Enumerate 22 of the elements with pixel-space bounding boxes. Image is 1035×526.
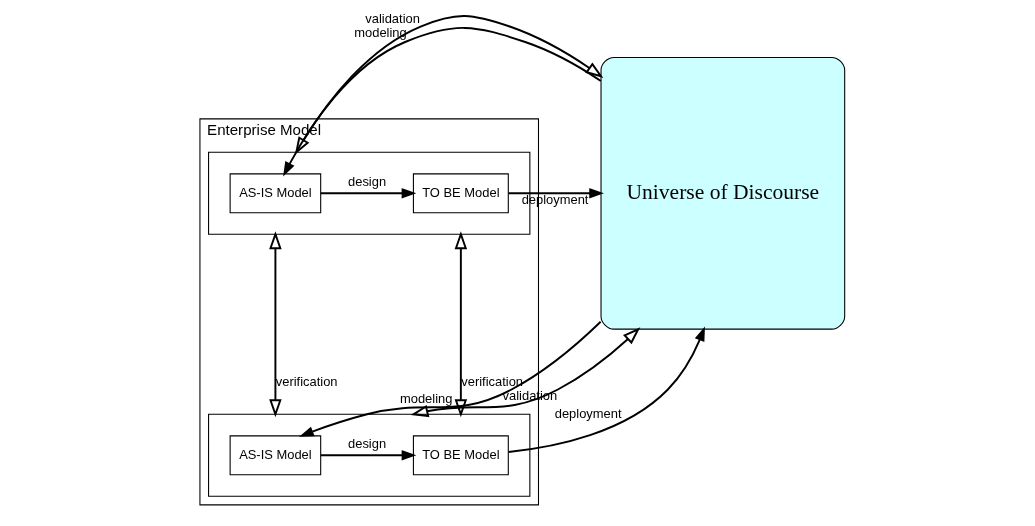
- edge-label: verification: [275, 373, 338, 389]
- node-box: AS-IS Model: [229, 173, 321, 214]
- node-box: AS-IS Model: [229, 435, 321, 476]
- arrow: [282, 26, 602, 177]
- arrow: [410, 327, 640, 418]
- edge-label: design: [347, 436, 386, 452]
- node-box: TO BE Model: [412, 173, 509, 214]
- arrow: [294, 15, 603, 155]
- edge-label: modeling: [353, 25, 407, 41]
- edge-label: validation: [364, 10, 420, 26]
- arrow: [319, 188, 416, 199]
- cluster: [207, 413, 530, 497]
- arrow: [298, 320, 602, 437]
- arrow: [454, 231, 467, 418]
- arrow: [507, 326, 705, 453]
- edge-label: deployment: [554, 406, 622, 422]
- arrow: [319, 450, 416, 461]
- node-box: TO BE Model: [412, 435, 509, 476]
- edge-label: design: [347, 174, 386, 190]
- arrow: [268, 231, 282, 418]
- node-box: Universe of Discourse: [600, 56, 845, 330]
- edge-label: modeling: [399, 391, 452, 407]
